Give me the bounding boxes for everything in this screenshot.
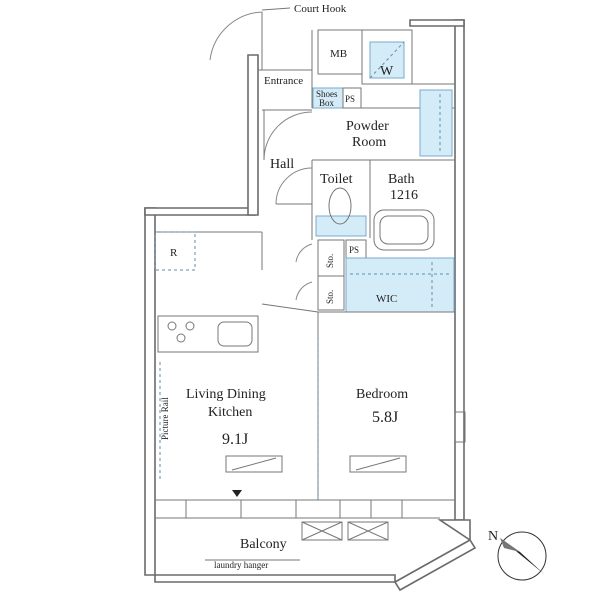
w-label: W — [380, 64, 394, 79]
outer-walls — [144, 19, 477, 592]
hall-label: Hall — [270, 157, 294, 172]
walk-in-closet — [345, 257, 455, 313]
washer-area — [361, 29, 413, 85]
bath-label: Bath — [388, 172, 414, 187]
balcony-label: Balcony — [240, 537, 287, 552]
ldk-label-2: Kitchen — [208, 405, 252, 420]
refrigerator-space — [154, 231, 196, 271]
hall-door-2 — [275, 167, 313, 205]
shoes-box-label-2: Box — [319, 98, 335, 108]
hall-door-1 — [263, 111, 313, 161]
sink-icon — [217, 321, 253, 347]
powder-room-label-1: Powder — [346, 119, 389, 134]
ps-shaft-top — [342, 87, 362, 109]
bedroom-window-hatch — [349, 455, 407, 473]
north-compass — [497, 531, 547, 581]
ldk-label-1: Living Dining — [186, 387, 266, 402]
laundry-hanger-label: laundry hanger — [214, 560, 268, 570]
bath-size-label: 1216 — [390, 188, 418, 203]
court-hook-door — [209, 7, 291, 70]
refrigerator-label: R — [170, 247, 178, 259]
ldk-window-hatch — [225, 455, 283, 473]
sto-label-1: Sto. — [325, 254, 335, 268]
ldk-size-label: 9.1J — [222, 431, 248, 448]
bathtub — [373, 209, 435, 251]
window-sashes — [185, 499, 403, 519]
shoes-box-label-1: Shoes — [316, 89, 338, 99]
sto-label-2: Sto. — [325, 290, 335, 304]
entrance-label: Entrance — [264, 75, 303, 87]
storage — [295, 239, 345, 311]
ps-top-label: PS — [345, 94, 355, 104]
mb-label: MB — [330, 48, 347, 60]
bedroom-label: Bedroom — [356, 387, 408, 402]
side-window — [454, 411, 466, 443]
court-hook-label: Court Hook — [294, 3, 347, 15]
ps-mid-label: PS — [349, 245, 359, 255]
north-label: N — [488, 529, 498, 544]
entry-arrow-icon — [232, 490, 242, 497]
toilet-label: Toilet — [320, 172, 353, 187]
picture-rail-label: Picture Rail — [160, 397, 170, 440]
bedroom-size-label: 5.8J — [372, 409, 398, 426]
vanity — [419, 89, 453, 157]
stove-icon — [167, 321, 195, 343]
wic-label: WIC — [376, 293, 397, 305]
kitchen-counter — [157, 315, 259, 353]
toilet-tank — [315, 215, 367, 237]
powder-room-label-2: Room — [352, 135, 386, 150]
toilet-bowl — [328, 187, 352, 225]
balcony-drains — [301, 521, 389, 541]
